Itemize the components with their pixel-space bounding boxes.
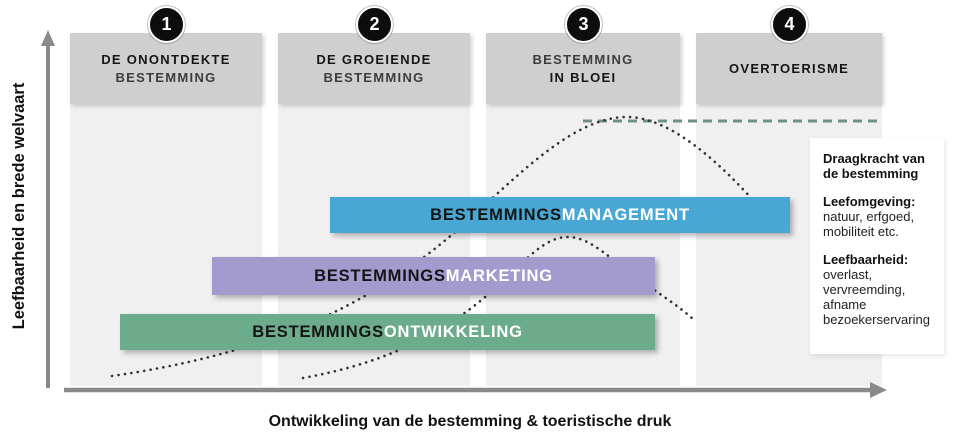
bar-ontwikkeling-suffix: ONTWIKKELING: [383, 322, 523, 341]
stage-4-title-line1: OVERTOERISME: [728, 61, 850, 76]
bar-management-suffix: MANAGEMENT: [561, 205, 690, 224]
stage-number-badge-4: 4: [771, 6, 808, 43]
stage-header-2: DE GROEIENDE BESTEMMING: [278, 33, 470, 104]
stage-1-title-line1: DE ONONTDEKTE: [101, 52, 231, 67]
stage-2-title-line1: DE GROEIENDE: [316, 52, 432, 67]
stage-header-1: DE ONONTDEKTE BESTEMMING: [70, 33, 262, 104]
stage-3-title-line1: BESTEMMING: [532, 52, 634, 67]
stage-number-badge-2: 2: [356, 6, 393, 43]
legend-leefbaarheid-line2: vervreemding,: [823, 282, 906, 297]
y-axis-arrowhead: [41, 30, 55, 46]
x-axis-arrowhead: [870, 382, 887, 398]
bar-marketing-suffix: MARKETING: [445, 266, 553, 285]
legend-leefomgeving-line1: natuur, erfgoed,: [823, 209, 915, 224]
bar-marketing-prefix: BESTEMMINGS: [314, 266, 446, 285]
stage-header-4: OVERTOERISME: [696, 33, 882, 104]
stage-1-title-line2: BESTEMMING: [115, 70, 217, 85]
legend-leefbaarheid-line3: afname: [823, 297, 867, 312]
y-axis-label: Leefbaarheid en brede welvaart: [10, 82, 28, 330]
stage-number-badge-1: 1: [148, 6, 185, 43]
bar-management-prefix: BESTEMMINGS: [430, 205, 562, 224]
bar-ontwikkeling-prefix: BESTEMMINGS: [252, 322, 384, 341]
legend-title-line2: de bestemming: [823, 166, 919, 181]
legend-leefomgeving-heading: Leefomgeving:: [823, 194, 916, 209]
stage-header-3: BESTEMMING IN BLOEI: [486, 33, 680, 104]
legend-leefbaarheid-heading: Leefbaarheid:: [823, 252, 909, 267]
lifecycle-curve-main: [110, 115, 755, 378]
stage-number-badge-3: 3: [565, 6, 602, 43]
legend-title-line1: Draagkracht van: [823, 151, 925, 166]
stage-2-title-line2: BESTEMMING: [323, 70, 425, 85]
stage-3-title-line2: IN BLOEI: [549, 70, 617, 85]
lifecycle-curve-secondary: [301, 235, 696, 380]
legend-leefomgeving-line2: mobiliteit etc.: [823, 224, 899, 239]
legend-leefbaarheid-line4: bezoekerservaring: [823, 312, 930, 327]
legend-panel: Draagkracht van de bestemming Leefomgevi…: [810, 138, 944, 354]
x-axis-label: Ontwikkeling van de bestemming & toerist…: [268, 413, 672, 430]
legend-leefbaarheid-line1: overlast,: [823, 267, 873, 282]
